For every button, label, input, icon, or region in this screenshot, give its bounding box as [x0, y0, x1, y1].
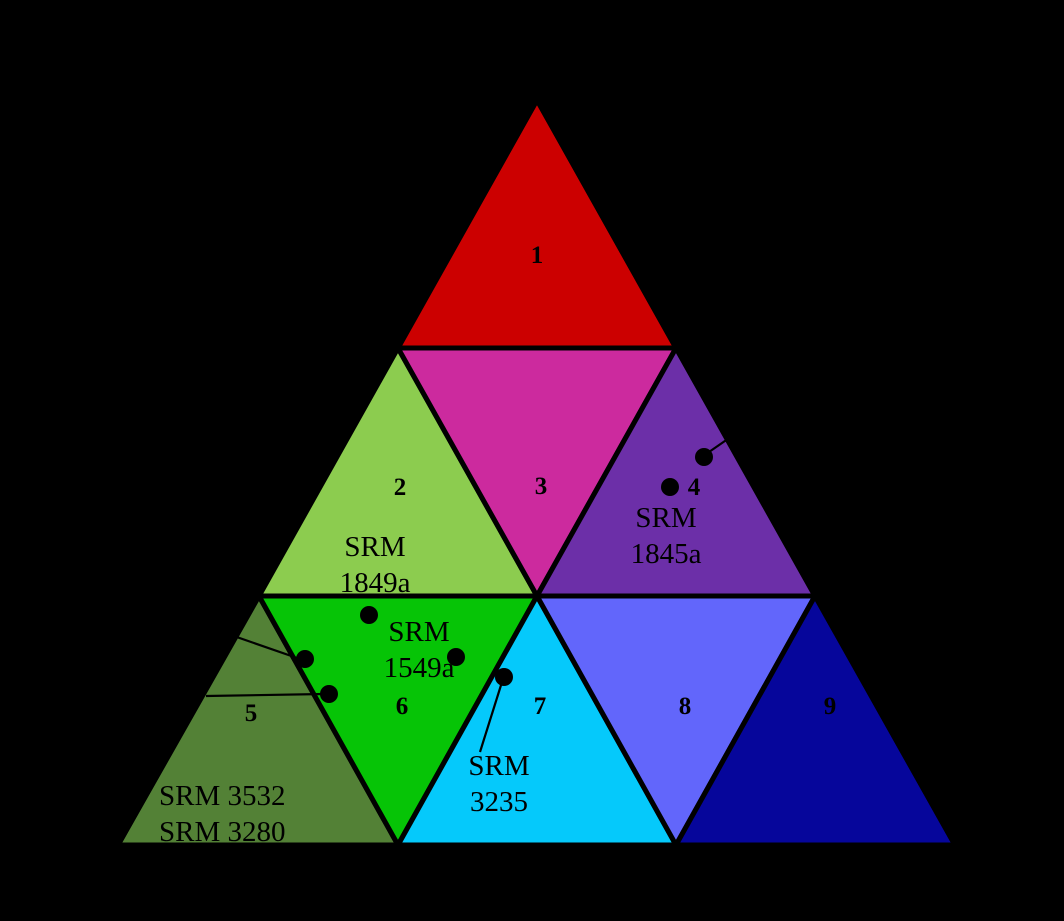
data-point-1845a-upper[interactable] — [695, 448, 713, 466]
annotation-srm-1849a-line1: SRM — [344, 531, 405, 563]
annotation-srm-3280-line2: SRM 3280 — [159, 816, 286, 848]
leader-line-5-upper — [227, 632, 301, 661]
data-point-5-lower[interactable] — [320, 685, 338, 703]
region-label-8: 8 — [679, 693, 692, 720]
region-label-4: 4 — [688, 474, 701, 501]
data-point-1845a-lower[interactable] — [661, 478, 679, 496]
region-label-9: 9 — [824, 693, 837, 720]
annotation-srm-3235-line2: 3235 — [470, 786, 528, 818]
data-point-3235[interactable] — [495, 668, 513, 686]
region-label-2: 2 — [394, 474, 407, 501]
region-label-6: 6 — [396, 693, 409, 720]
region-label-1: 1 — [531, 242, 544, 269]
annotation-srm-1845a-line2: 1845a — [631, 538, 702, 570]
annotation-srm-1549a-line1: SRM — [388, 616, 449, 648]
region-label-5: 5 — [245, 700, 258, 727]
leader-line-5-lower — [205, 692, 325, 698]
region-label-3: 3 — [535, 473, 548, 500]
data-point-1549a-right[interactable] — [447, 648, 465, 666]
annotation-srm-1549a-line2: 1549a — [384, 652, 455, 684]
data-point-5-upper[interactable] — [296, 650, 314, 668]
annotation-srm-1845a-line1: SRM — [635, 502, 696, 534]
leader-line-1845a — [708, 433, 736, 453]
region-label-7: 7 — [534, 693, 547, 720]
ternary-outline — [113, 94, 960, 848]
annotation-srm-1849a-line2: 1849a — [340, 567, 411, 599]
annotation-srm-3235-line1: SRM — [468, 750, 529, 782]
annotation-srm-3532-line1: SRM 3532 — [159, 780, 286, 812]
data-point-1549a-top[interactable] — [360, 606, 378, 624]
leader-line-3235 — [478, 681, 504, 753]
